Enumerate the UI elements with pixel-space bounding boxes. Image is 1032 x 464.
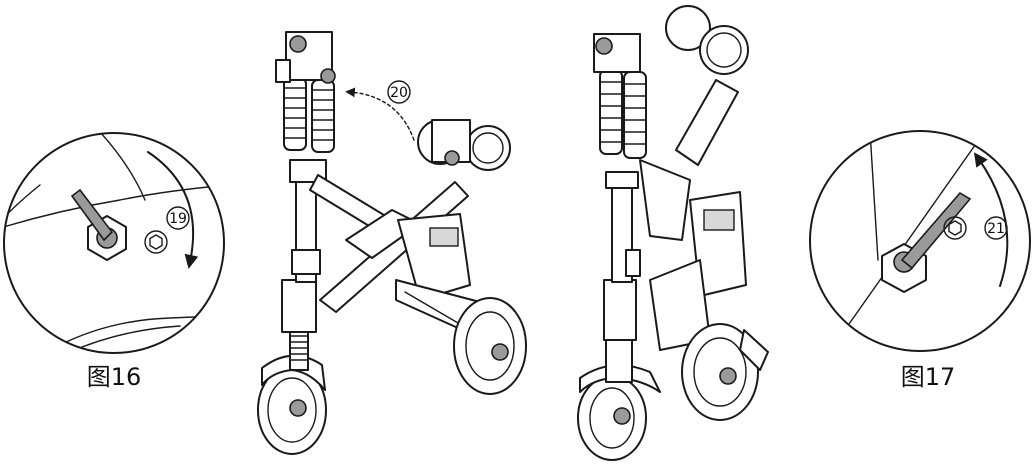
rotate-arrow-icon: [147, 151, 199, 269]
rotate-arrow-icon: [973, 152, 1009, 287]
figure-16-caption: 图16: [87, 363, 142, 391]
callout-19-label: 19: [169, 211, 187, 227]
fold-arrow-icon: [345, 87, 415, 141]
scooter-folded: [577, 5, 769, 461]
figure-17-caption: 图17: [901, 363, 956, 391]
callout-20-label: 20: [390, 85, 408, 101]
callout-marker: [387, 80, 411, 104]
callout-marker: [166, 206, 190, 230]
callout-marker: [984, 216, 1008, 240]
detail-view-17: 21: [809, 130, 1031, 352]
callout-21-label: 21: [987, 221, 1005, 237]
scooter-unfolded: 20: [257, 31, 527, 455]
detail-view-16: 19: [3, 132, 225, 354]
